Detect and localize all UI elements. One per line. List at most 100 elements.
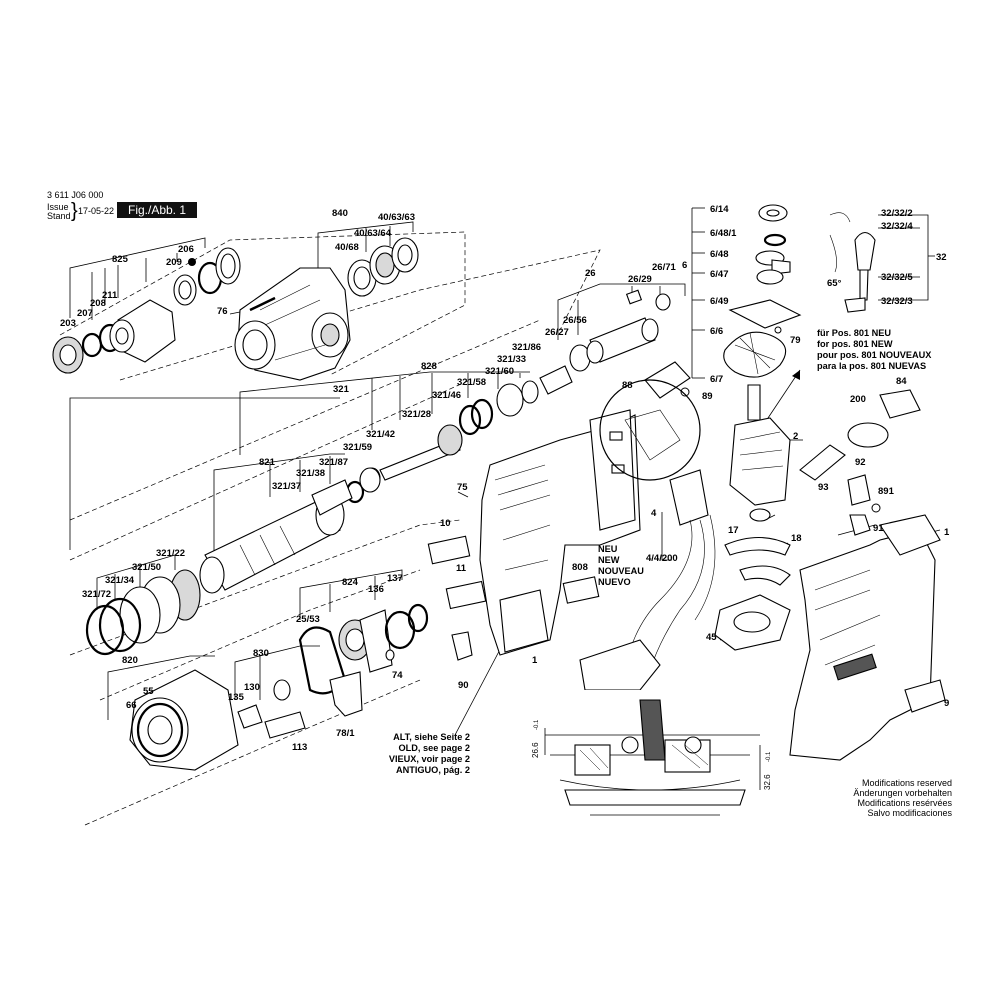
part-label: 321/34 (105, 575, 135, 586)
part-label: 32 (936, 252, 947, 263)
part-label: 321/86 (512, 342, 541, 353)
part-label: 321/87 (319, 457, 348, 468)
part-label: 206 (178, 244, 194, 255)
switch-wiring (579, 469, 791, 691)
new-note-line: NUEVO (598, 577, 631, 587)
part-label: 9 (944, 698, 949, 709)
part-label: 321/58 (457, 377, 486, 388)
modifications-line: Modifications resérvées (857, 798, 952, 808)
part-label: 89 (702, 391, 713, 402)
part-label: 135 (228, 692, 245, 703)
part-label: 18 (791, 533, 802, 544)
modifications-line: Salvo modificaciones (867, 808, 952, 818)
part-label: 321/46 (432, 390, 461, 401)
part-label: 65° (827, 278, 842, 289)
new-note-line: NOUVEAU (598, 566, 644, 576)
part-label: 6/7 (710, 374, 723, 385)
part-label: 75 (457, 482, 468, 493)
part-label: 321/37 (272, 481, 301, 492)
part-label: 828 (421, 361, 437, 372)
old-note-line: OLD, see page 2 (399, 743, 471, 753)
part-label: 209 (166, 257, 182, 268)
part-label: 84 (896, 376, 907, 387)
handle-housing (789, 212, 946, 761)
part-label: 130 (244, 682, 260, 693)
part-label: 207 (77, 308, 93, 319)
dimension-right-tolerance: -0.1 (766, 751, 772, 762)
part-label: 10 (440, 518, 451, 529)
middle-housing (427, 379, 701, 661)
dimension-labels: 26.6 -0.1 32.6 -0.1 (531, 719, 772, 790)
part-label: 74 (392, 670, 403, 681)
part-label: 200 (850, 394, 866, 405)
issue-label: Issue (47, 202, 69, 212)
part-label: 17 (728, 525, 739, 536)
old-note-line: VIEUX, voir page 2 (389, 754, 470, 764)
part-label: 11 (456, 563, 467, 574)
part-label: 113 (292, 742, 307, 753)
motor-section-detail (540, 690, 761, 830)
part-label: 88 (622, 380, 633, 391)
part-label: 32/32/3 (881, 296, 913, 307)
part-labels: 840 40/63/63 40/63/64 40/68 825 206 209 … (60, 204, 950, 753)
new-note-line: NEU (598, 544, 618, 554)
part-label: 321/72 (82, 589, 111, 600)
part-label: 26/56 (563, 315, 587, 326)
pos801-note-line: for pos. 801 NEW (817, 339, 893, 349)
part-label: 25/53 (296, 614, 320, 625)
part-label: 321/38 (296, 468, 325, 479)
part-label: 830 (253, 648, 269, 659)
spindle-train (345, 289, 671, 504)
part-label: 891 (878, 486, 895, 497)
part-label: 40/68 (335, 242, 359, 253)
new-note-line: NEW (598, 555, 620, 565)
part-label: 40/63/64 (354, 228, 392, 239)
part-label: 79 (790, 335, 801, 346)
part-label: 6/6 (710, 326, 723, 337)
part-label: 6/48 (710, 249, 729, 260)
issue-brace: } (71, 200, 78, 222)
chuck-assembly (52, 247, 241, 374)
part-label: 91 (873, 523, 884, 534)
part-label: 78/1 (336, 728, 355, 739)
part-label: 2 (793, 431, 798, 442)
figure-badge: Fig./Abb. 1 (117, 202, 197, 218)
gear-housing (234, 237, 419, 381)
part-label: 321/22 (156, 548, 185, 559)
motor-group (644, 204, 802, 522)
part-label: 40/63/63 (378, 212, 415, 223)
dimension-left: 26.6 (531, 742, 540, 758)
part-label: 6/49 (710, 296, 729, 307)
part-label: 820 (122, 655, 138, 666)
part-label: 66 (126, 700, 137, 711)
part-label: 137 (387, 573, 403, 584)
part-label: 208 (90, 298, 106, 309)
old-note-line: ALT, siehe Seite 2 (393, 732, 470, 742)
old-note-line: ANTIGUO, pág. 2 (396, 765, 470, 775)
part-label: 821 (259, 457, 276, 468)
part-label: 321/59 (343, 442, 372, 453)
issue-date: 17-05-22 (78, 206, 115, 216)
part-label: 6/47 (710, 269, 729, 280)
part-label: 824 (342, 577, 359, 588)
part-label: 26/71 (652, 262, 676, 273)
part-label: 55 (143, 686, 154, 697)
part-label: 26/27 (545, 327, 569, 338)
part-label: 76 (217, 306, 228, 317)
modifications-line: Änderungen vorbehalten (853, 788, 952, 798)
pos801-note-line: para la pos. 801 NUEVAS (817, 361, 926, 371)
part-label: 26/29 (628, 274, 652, 285)
dimension-left-tolerance: -0.1 (534, 719, 540, 730)
stand-label: Stand (47, 211, 71, 221)
modifications-line: Modifications reserved (862, 778, 952, 788)
part-label: 92 (855, 457, 866, 468)
part-label: 321/42 (366, 429, 395, 440)
part-label: 321/33 (497, 354, 526, 365)
part-label: 93 (818, 482, 829, 493)
hammer-tube (85, 479, 353, 656)
part-label: 4/4/200 (646, 553, 678, 564)
part-label: 6/14 (710, 204, 729, 215)
dimension-right: 32.6 (763, 774, 772, 790)
part-label: 90 (458, 680, 469, 691)
